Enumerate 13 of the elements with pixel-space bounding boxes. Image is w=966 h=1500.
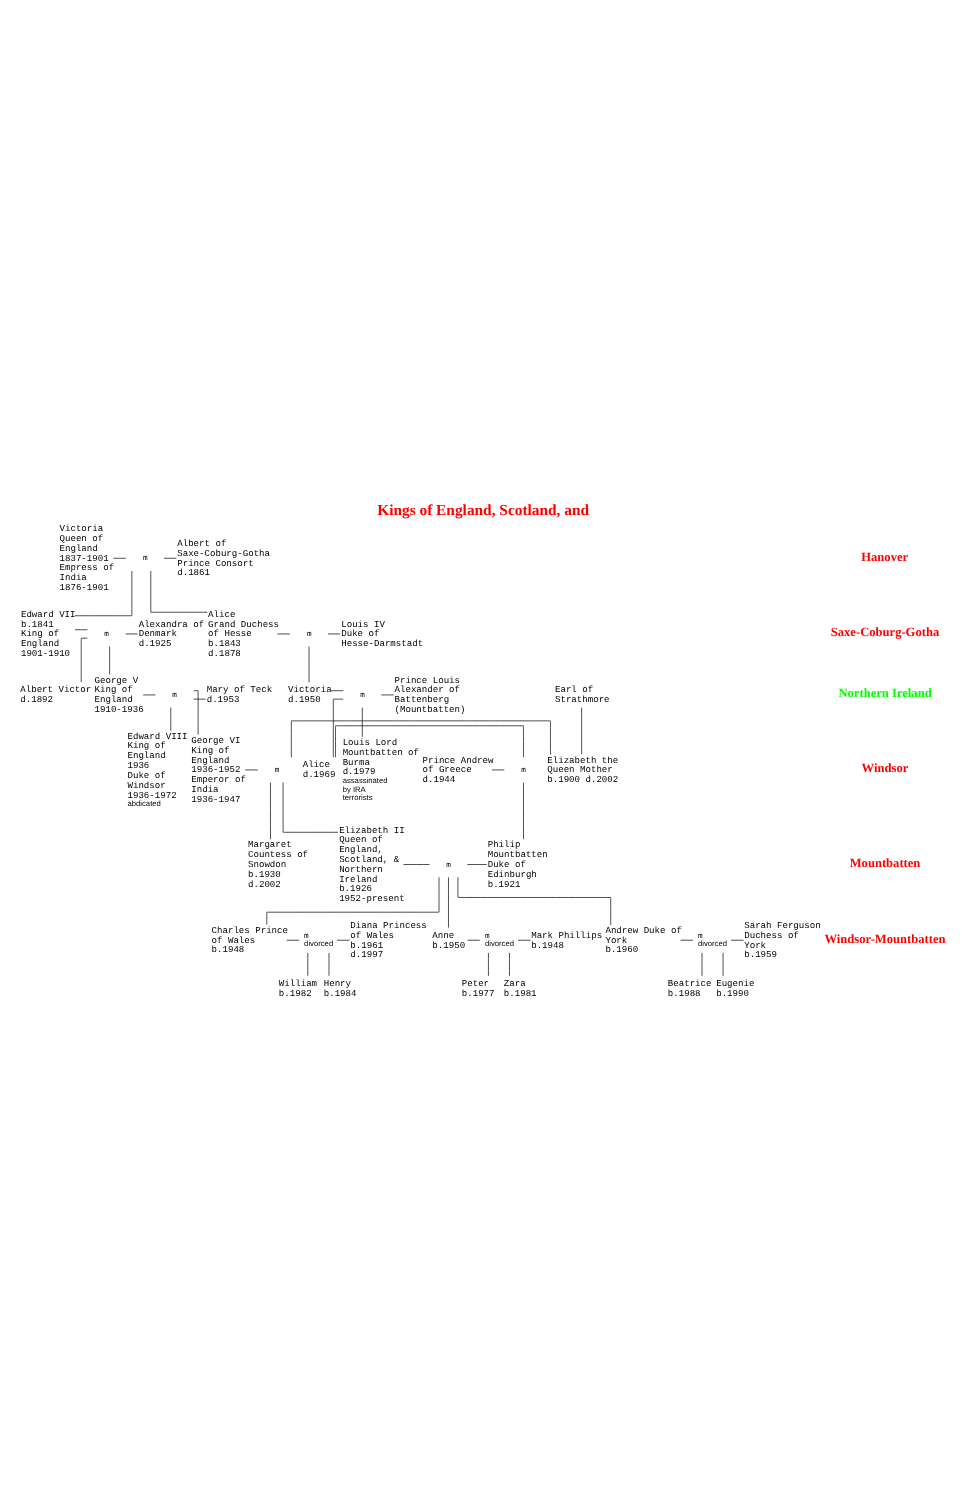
- connector: [361, 706, 363, 737]
- connector: [332, 697, 344, 757]
- connector: [457, 875, 612, 925]
- connector: [270, 781, 271, 839]
- connector: [509, 951, 510, 976]
- connector: [193, 689, 199, 735]
- connector: [523, 781, 524, 839]
- connector: [448, 876, 449, 927]
- connector: [193, 697, 206, 699]
- connector: [335, 724, 524, 757]
- connector: [403, 863, 430, 864]
- connector: [467, 863, 488, 864]
- connector: [290, 719, 551, 757]
